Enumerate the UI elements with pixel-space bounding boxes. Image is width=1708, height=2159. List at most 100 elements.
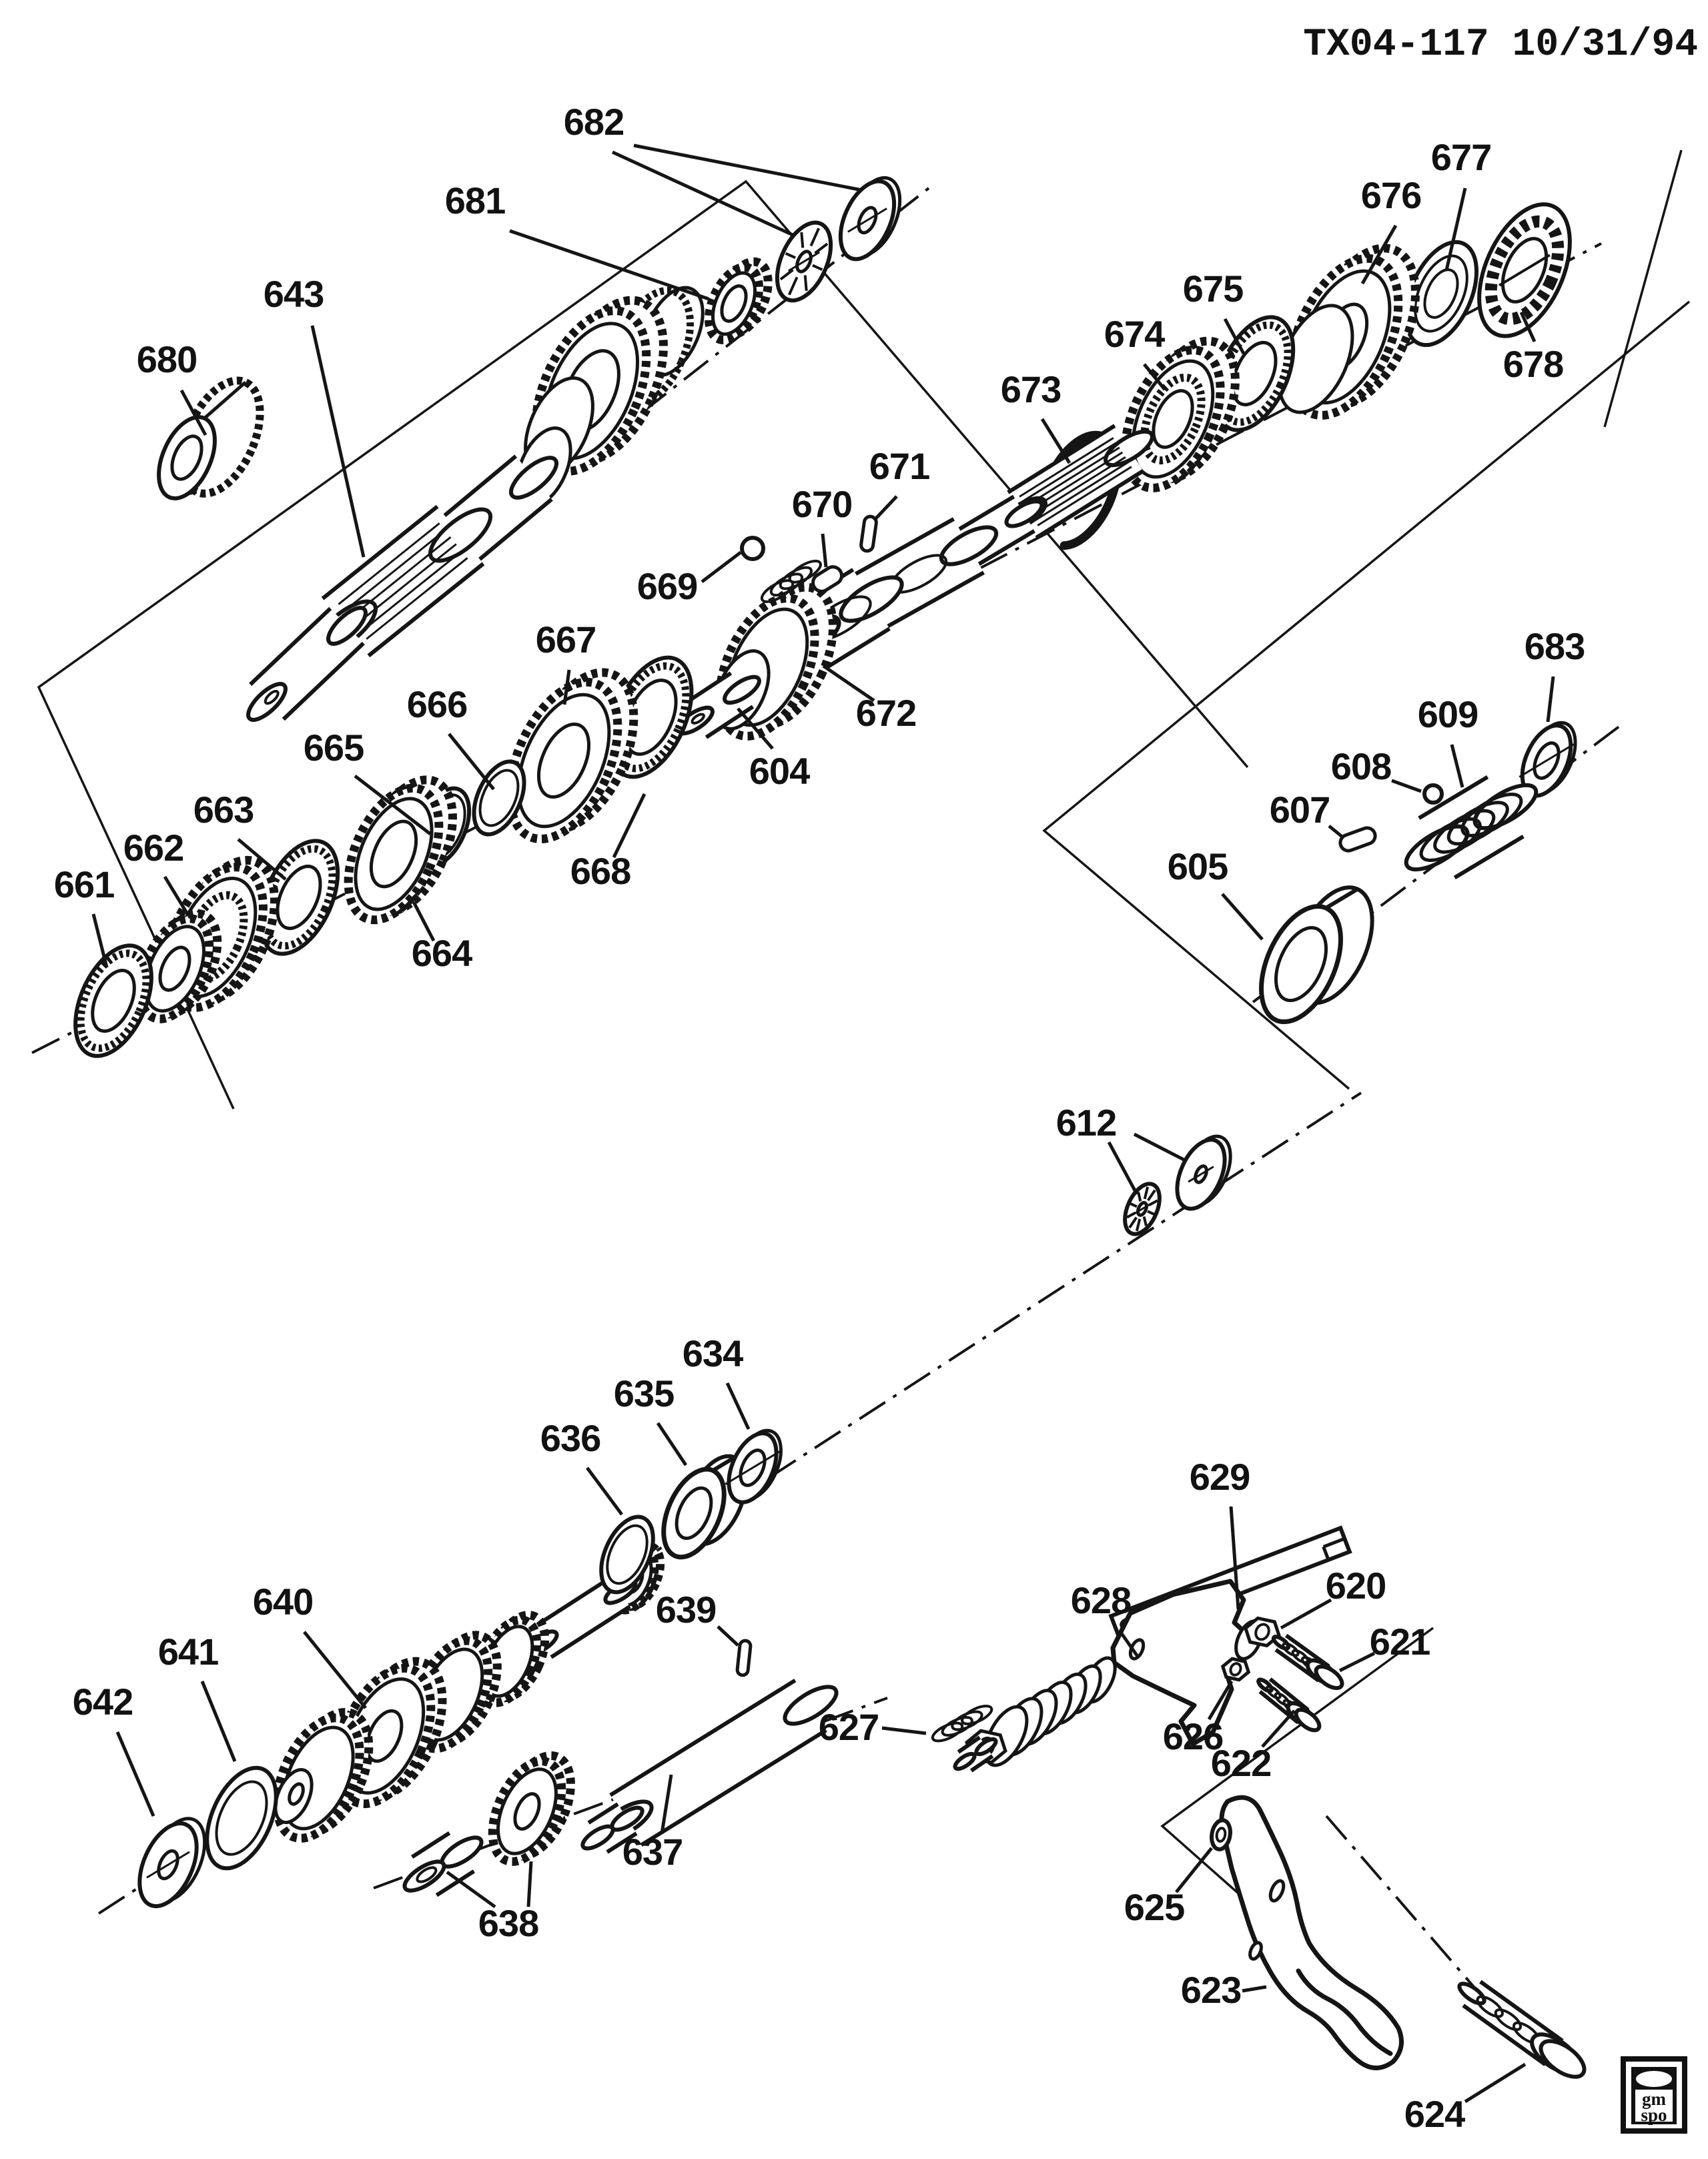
part-label-638: 638 (478, 1902, 538, 1944)
part-label-673: 673 (1001, 368, 1061, 410)
part-label-681: 681 (445, 179, 505, 222)
leader-line-628 (1118, 1629, 1140, 1659)
callout-681: 681 (445, 179, 709, 301)
logo-text-spo: spo (1641, 2105, 1667, 2125)
callout-671: 671 (869, 445, 930, 522)
part-612-washer (1175, 1134, 1232, 1211)
callout-623: 623 (1181, 1969, 1267, 2011)
part-638-gear (488, 1751, 575, 1866)
part-625-eyelet (1210, 1818, 1232, 1851)
leader-line-639 (717, 1625, 739, 1647)
part-640-g1 (272, 1707, 374, 1843)
callout-605: 605 (1168, 845, 1264, 941)
part-636-ring (599, 1515, 655, 1595)
part-677-race (1403, 240, 1479, 348)
part-label-670: 670 (792, 483, 852, 525)
callout-612: 612 (1056, 1102, 1188, 1196)
part-624-bolt (1457, 1980, 1587, 2079)
part-620-nut (1243, 1616, 1282, 1648)
callout-641: 641 (158, 1631, 237, 1762)
leader-line-661 (91, 913, 109, 968)
part-label-661: 661 (54, 863, 114, 905)
part-label-624: 624 (1404, 2093, 1465, 2135)
part-682-spoked-washer (775, 220, 833, 303)
callout-637: 637 (622, 1774, 683, 1873)
leader-line-637 (660, 1774, 673, 1834)
part-622-bolt (1256, 1677, 1322, 1733)
part-label-665: 665 (304, 727, 364, 769)
part-label-622: 622 (1211, 1742, 1271, 1784)
leader-line-677 (1444, 187, 1467, 271)
leader-line-643 (310, 325, 366, 558)
part-label-626: 626 (1163, 1715, 1223, 1757)
part-label-604: 604 (749, 750, 810, 792)
leader-line-642 (115, 1731, 155, 1817)
leader-line-624 (1464, 2062, 1527, 2104)
part-label-637: 637 (622, 1831, 683, 1873)
part-643-tip (246, 606, 368, 722)
part-label-675: 675 (1183, 268, 1243, 310)
leader-line-682 (633, 143, 863, 192)
part-label-627: 627 (819, 1706, 879, 1748)
leader-line-636 (585, 1466, 624, 1516)
part-680-bearing (157, 376, 264, 500)
leader-line-640 (303, 1631, 367, 1709)
leader-line-607 (1328, 825, 1345, 839)
part-label-608: 608 (1331, 745, 1391, 787)
callout-683: 683 (1525, 625, 1585, 723)
leader-line-641 (200, 1681, 237, 1762)
leader-line-638 (526, 1861, 533, 1907)
part-605-ring (1259, 885, 1374, 1025)
part-667-gear (505, 668, 638, 844)
part-label-667: 667 (536, 618, 596, 661)
part-label-680: 680 (137, 338, 197, 380)
part-label-669: 669 (637, 565, 697, 607)
leader-line-622 (1261, 1709, 1296, 1748)
part-661-ring (73, 943, 153, 1058)
leader-line-621 (1338, 1651, 1376, 1673)
part-label-666: 666 (407, 683, 467, 725)
part-label-642: 642 (73, 1681, 133, 1723)
callout-682: 682 (564, 101, 863, 237)
part-609-worm-gear (1404, 775, 1539, 880)
callout-666: 666 (407, 683, 495, 791)
leader-line-625 (1175, 1847, 1213, 1893)
part-628-cap (953, 1735, 998, 1773)
part-641-ring (205, 1765, 278, 1871)
construction-line-2 (1042, 300, 1691, 1090)
part-612-spoked-washer (1123, 1182, 1162, 1236)
leader-line-662 (163, 875, 189, 915)
part-label-629: 629 (1190, 1456, 1250, 1498)
logo-text-panel (1635, 2090, 1673, 2122)
callout-675: 675 (1183, 268, 1246, 355)
part-637-step (580, 1802, 645, 1854)
construction-line-3 (1603, 149, 1683, 428)
part-623-lever (1219, 1795, 1404, 2070)
leader-line-663 (237, 838, 287, 881)
leader-line-635 (656, 1422, 688, 1466)
parts-layer (73, 176, 1587, 2079)
callout-668: 668 (570, 793, 647, 892)
leader-line-665 (354, 775, 432, 835)
part-label-671: 671 (869, 445, 929, 487)
part-682-washer (838, 176, 902, 262)
callout-662: 662 (123, 827, 189, 915)
part-678-bearing (1477, 202, 1572, 338)
leader-line-623 (1242, 1985, 1267, 1993)
leader-line-667 (562, 669, 571, 705)
part-607-key (1338, 826, 1377, 853)
leader-line-612 (1133, 1132, 1188, 1163)
callout-672: 672 (822, 664, 917, 734)
leader-line-670 (821, 533, 828, 568)
callout-622: 622 (1211, 1709, 1296, 1784)
callouts-layer: 6806436816826766776786756746736716706696… (54, 101, 1585, 2135)
part-label-641: 641 (158, 1631, 218, 1673)
callout-635: 635 (614, 1372, 688, 1466)
part-674-hub (1121, 336, 1240, 492)
leader-line-620 (1280, 1598, 1332, 1630)
callout-678: 678 (1503, 311, 1564, 385)
part-label-663: 663 (193, 789, 254, 831)
part-label-682: 682 (564, 101, 624, 143)
callout-604: 604 (737, 707, 811, 792)
